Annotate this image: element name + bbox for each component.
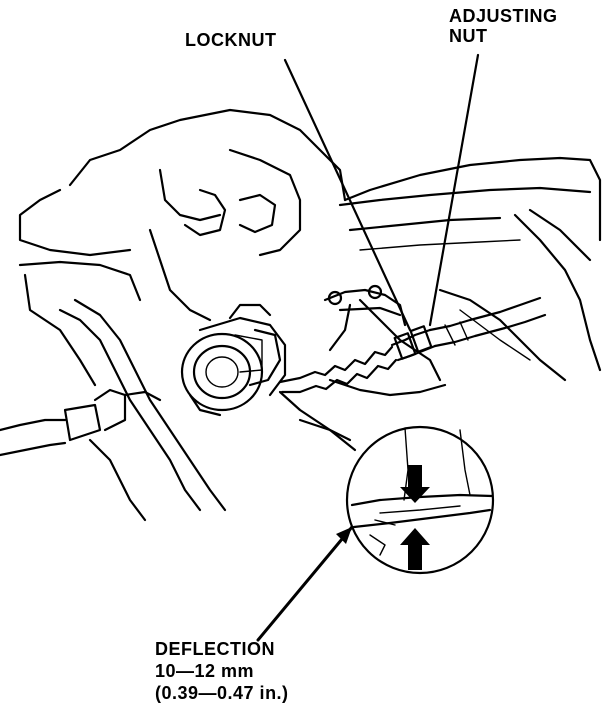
leader-lines [256,53,480,642]
hoses [0,298,227,522]
deflection-label-in: (0.39—0.47 in.) [155,683,289,703]
deflection-label-title: DEFLECTION [155,639,275,659]
deflection-label: DEFLECTION 10—12 mm (0.39—0.47 in.) [155,638,289,704]
adjusting-nut-label-line1: ADJUSTING [449,6,558,26]
detail-circle [345,425,495,575]
engine-block [18,108,602,442]
adjusting-nut-label: ADJUSTING NUT [449,6,558,46]
clutch-cable [278,296,547,452]
adjusting-nut-label-line2: NUT [449,26,488,46]
deflection-label-mm: 10—12 mm [155,661,255,681]
locknut-label: LOCKNUT [185,30,277,50]
clutch-release [180,303,287,417]
